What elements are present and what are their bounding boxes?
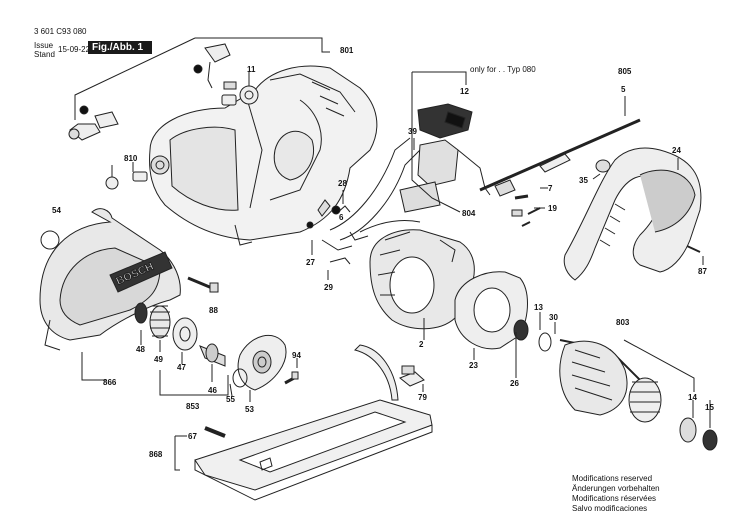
motor-housing xyxy=(149,65,378,246)
part-label: 46 xyxy=(208,386,217,395)
part-label: 87 xyxy=(698,267,707,276)
issue-label: Issue xyxy=(34,41,54,50)
wiring xyxy=(306,137,421,265)
modifications-line: Salvo modificaciones xyxy=(572,504,648,513)
switch-parts xyxy=(68,43,259,190)
part-label: 24 xyxy=(672,146,681,155)
base-plate xyxy=(194,344,433,501)
part-label: 94 xyxy=(292,351,301,360)
part-label: 67 xyxy=(188,432,197,441)
part-label: 47 xyxy=(177,363,186,372)
part-label: 39 xyxy=(408,127,417,136)
modifications-line: Modifications reserved xyxy=(572,474,653,483)
part-label: 53 xyxy=(245,405,254,414)
part-label: 2 xyxy=(419,340,424,349)
modifications-line: Änderungen vorbehalten xyxy=(572,484,660,493)
part-label: 26 xyxy=(510,379,519,388)
part-label: 54 xyxy=(52,206,61,215)
part-label: 79 xyxy=(418,393,427,402)
part-label: 30 xyxy=(549,313,558,322)
part-label: 15 xyxy=(705,403,714,412)
knob xyxy=(399,365,425,387)
part-label: 14 xyxy=(688,393,697,402)
part-label: 805 xyxy=(618,67,632,76)
part-label: 801 xyxy=(340,46,354,55)
part-label: 868 xyxy=(149,450,163,459)
motor-ring xyxy=(454,271,528,350)
stand-label: Stand xyxy=(34,50,55,59)
field-stator xyxy=(359,219,475,330)
part-label: 804 xyxy=(462,209,476,218)
part-label: 27 xyxy=(306,258,315,267)
part-label: 803 xyxy=(616,318,630,327)
part-label: 49 xyxy=(154,355,163,364)
part-label: 35 xyxy=(579,176,588,185)
part-label: 810 xyxy=(124,154,138,163)
part-label: 88 xyxy=(209,306,218,315)
issue-date: 15-09-22 xyxy=(58,45,91,54)
part-label: 853 xyxy=(186,402,200,411)
flange xyxy=(232,335,287,391)
part-label: 6 xyxy=(339,213,344,222)
variant-note: only for . . Typ 080 xyxy=(470,65,536,74)
part-label: 48 xyxy=(136,345,145,354)
modifications-notice: Modifications reserved Änderungen vorbeh… xyxy=(572,474,660,514)
part-number: 3 601 C93 080 xyxy=(34,27,87,36)
part-label: 12 xyxy=(460,87,469,96)
part-label: 23 xyxy=(469,361,478,370)
figure-label: Fig./Abb. 1 xyxy=(88,41,152,54)
part-label: 7 xyxy=(548,184,553,193)
part-label: 866 xyxy=(103,378,117,387)
rod xyxy=(479,118,641,197)
modifications-line: Modifications réservées xyxy=(572,494,657,503)
part-label: 19 xyxy=(548,204,557,213)
part-label: 28 xyxy=(338,179,347,188)
part-label: 5 xyxy=(621,85,626,94)
switch-assembly xyxy=(399,103,491,213)
gear-stack xyxy=(134,302,226,367)
rear-handle xyxy=(563,147,702,281)
part-label: 55 xyxy=(226,395,235,404)
part-label: 29 xyxy=(324,283,333,292)
armature xyxy=(513,319,718,451)
part-label: 11 xyxy=(247,65,256,74)
part-label: 13 xyxy=(534,303,543,312)
